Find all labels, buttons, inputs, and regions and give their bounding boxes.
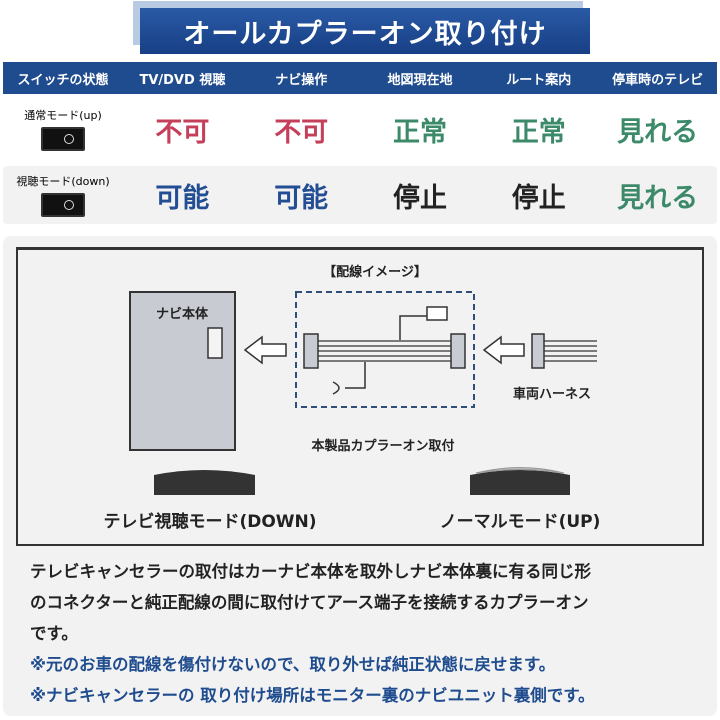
wiring-diagram-svg: 【配線イメージ】 ナビ本体 車両ハーネス 本製品カプラーオン取付 テレビ視聴モー…	[16, 247, 704, 546]
navi-connector	[207, 327, 223, 359]
navi-unit	[129, 291, 236, 451]
cell: 停止	[511, 182, 566, 214]
diagram-caption: 【配線イメージ】	[323, 264, 427, 280]
product-label: 本製品カプラーオン取付	[311, 438, 454, 454]
fuse-connector	[426, 306, 448, 321]
ground-terminal-icon	[332, 381, 340, 395]
arrow-left-icon	[482, 335, 525, 365]
description: テレビキャンセラーの取付はカーナビ本体を取外しナビ本体裏に有る同じ形 のコネクタ…	[30, 556, 700, 711]
cell: 可能	[155, 182, 210, 214]
note-1: ※元のお車の配線を傷付けないので、取り外せば純正状態に戻せます。	[30, 655, 556, 674]
product-connector-right	[450, 333, 466, 369]
mode-label: 視聴モード(down)	[16, 175, 110, 188]
description-line: です。	[30, 624, 78, 643]
switch-down-icon	[41, 193, 85, 217]
cell: 不可	[274, 116, 329, 148]
header-route-guidance: ルート案内	[506, 72, 572, 88]
product-box	[295, 291, 475, 408]
cell: 不可	[155, 116, 210, 148]
explanation-panel	[3, 236, 717, 716]
table-header: スイッチの状態 TV/DVD 視聴 ナビ操作 地図現在地 ルート案内 停車時のテ…	[3, 62, 717, 94]
arrow-left-icon	[243, 335, 287, 365]
header-navi-operation: ナビ操作	[275, 72, 328, 88]
cell: 見れる	[617, 116, 699, 148]
cell: 停止	[392, 182, 447, 214]
mode-label: 通常モード(up)	[24, 109, 102, 122]
description-line: テレビキャンセラーの取付はカーナビ本体を取外しナビ本体裏に有る同じ形	[30, 562, 591, 581]
down-mode-label: テレビ視聴モード(DOWN)	[103, 511, 316, 532]
product-wires	[318, 340, 451, 362]
header-switch-state: スイッチの状態	[17, 72, 109, 88]
switch-down-shape	[154, 470, 255, 495]
cell: 見れる	[617, 182, 699, 214]
description-line: のコネクターと純正配線の間に取付けてアース端子を接続するカプラーオン	[30, 593, 589, 612]
navi-label: ナビ本体	[156, 306, 209, 322]
switch-up-icon	[41, 127, 85, 151]
header-tv-dvd: TV/DVD 視聴	[139, 72, 226, 88]
harness-connector	[531, 333, 545, 369]
header-map-location: 地図現在地	[387, 72, 453, 88]
cell: 正常	[511, 116, 566, 148]
switch-up-shape	[470, 470, 570, 495]
note-2: ※ナビキャンセラーの 取り付け場所はモニター裏のナビユニット裏側です。	[30, 686, 595, 705]
page-title: オールカプラーオン取り付け	[140, 8, 590, 54]
header-tv-when-stopped: 停車時のテレビ	[612, 72, 704, 88]
up-mode-label: ノーマルモード(UP)	[440, 512, 601, 532]
cell: 正常	[392, 116, 447, 148]
table-row: 視聴モード(down) 可能 可能 停止 停止 見れる	[3, 166, 717, 224]
table-row: 通常モード(up) 不可 不可 正常 正常 見れる	[3, 100, 717, 158]
diagram-frame	[16, 247, 704, 546]
cell: 可能	[274, 182, 329, 214]
harness-label: 車両ハーネス	[513, 386, 591, 402]
product-connector-left	[303, 333, 319, 369]
